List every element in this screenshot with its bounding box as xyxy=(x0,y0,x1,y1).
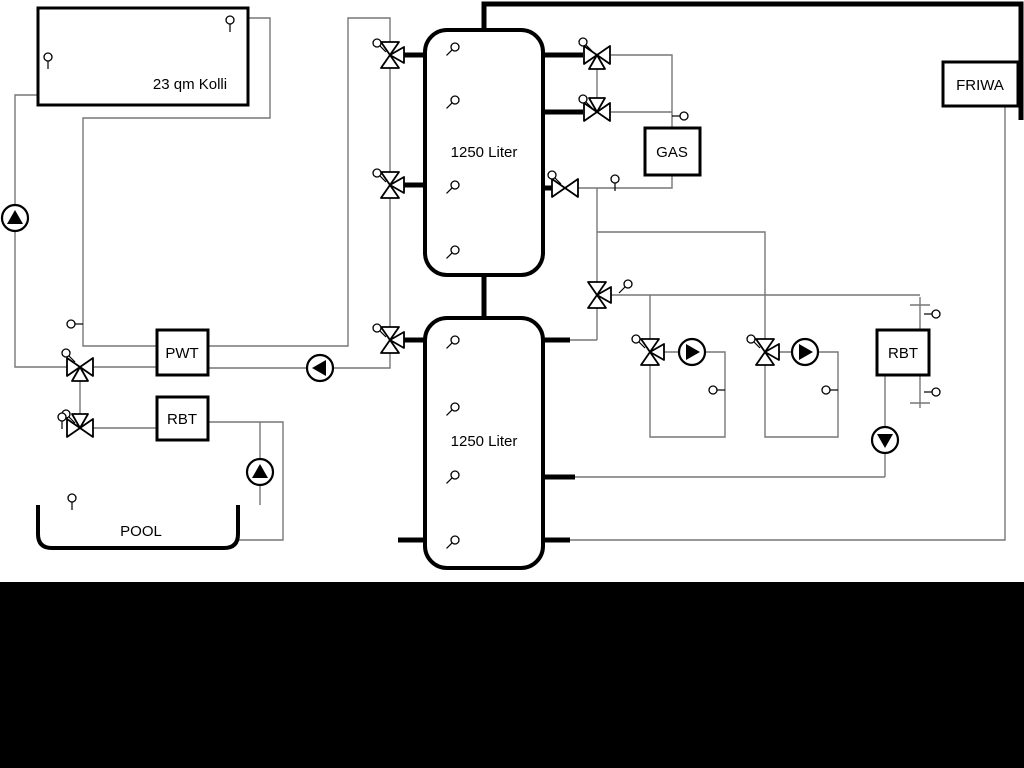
three-way-valve-gas-icon xyxy=(583,97,611,122)
pipe-hot-main xyxy=(481,1,1024,120)
pool-label: POOL xyxy=(120,523,162,540)
mixing-valve-circuit1-icon xyxy=(640,338,665,366)
pwt-label: PWT xyxy=(165,345,198,362)
three-way-valve-heating-icon xyxy=(587,281,612,309)
pump-solar-icon xyxy=(0,203,30,233)
mixing-valve-circuit2-icon xyxy=(755,338,780,366)
temp-sensor-icon xyxy=(708,385,726,395)
three-way-valve-solar-rbt-icon xyxy=(66,413,94,438)
tank1-stubs-right xyxy=(543,52,583,191)
tank-stubs-left xyxy=(398,52,425,543)
temp-sensor-icon xyxy=(923,309,941,319)
pump-rbt-right-icon xyxy=(870,425,900,455)
pipe-pwt-buffer-loop xyxy=(208,17,391,369)
pump-pool-icon xyxy=(245,457,275,487)
pump-heating-circuit2-icon xyxy=(790,337,820,367)
solar-collector-box xyxy=(36,6,250,107)
equipment-boxes xyxy=(36,6,1020,570)
tank-top-label: 1250 Liter xyxy=(451,144,518,161)
temp-sensor-icon xyxy=(923,387,941,397)
rbt-right-box xyxy=(875,328,931,377)
pipe-gas-return xyxy=(578,175,673,189)
valve-gas-return-icon xyxy=(551,178,579,198)
temp-sensor-icon xyxy=(67,493,77,511)
three-way-valve-tank1-mid-icon xyxy=(380,171,405,199)
pool-basin xyxy=(36,505,240,550)
buffer-tank-bottom xyxy=(423,316,545,570)
pipe-gas-flow xyxy=(611,54,673,128)
gas-label: GAS xyxy=(656,144,688,161)
pipe-collector-flow xyxy=(82,17,271,347)
collector-label: 23 qm Kolli xyxy=(153,76,227,93)
actuator-icon xyxy=(618,279,633,294)
friwa-label: FRIWA xyxy=(956,77,1004,94)
tank-bottom-label: 1250 Liter xyxy=(451,433,518,450)
gas-boiler-box xyxy=(643,126,702,177)
tank2-stubs-right xyxy=(543,337,575,543)
pump-heating-circuit1-icon xyxy=(677,337,707,367)
three-way-valve-hot-out-icon xyxy=(583,45,611,70)
friwa-box xyxy=(941,60,1020,108)
pipes-thin xyxy=(14,17,1006,541)
three-way-valve-tank1-top-icon xyxy=(380,41,405,69)
temp-sensor-icon xyxy=(57,412,67,430)
rbt-left-box xyxy=(155,395,210,442)
rbt-left-label: RBT xyxy=(167,411,197,428)
pipe-friwa-return xyxy=(570,106,1006,541)
pipe-right-riser xyxy=(570,188,598,341)
labels: 23 qm Kolli 1250 Liter 1250 Liter GAS FR… xyxy=(120,76,1004,540)
rbt-right-label: RBT xyxy=(888,345,918,362)
pipe-rbt-pool-out xyxy=(208,421,284,541)
buffer-tank-top xyxy=(423,28,545,277)
bottom-mask xyxy=(0,582,1024,768)
temp-sensor-icon xyxy=(821,385,839,395)
three-way-valve-tank2-top-icon xyxy=(380,326,405,354)
temp-sensor-icon xyxy=(671,111,689,121)
three-way-valve-solar-pwt-icon xyxy=(66,357,94,382)
pipe-heating-supply-upper xyxy=(597,231,766,344)
pipe-break-ticks xyxy=(910,304,930,404)
temp-sensor-icon xyxy=(66,319,84,329)
pwt-box xyxy=(155,328,210,377)
pump-buffer-charge-icon xyxy=(305,353,335,383)
pipe-collector-return xyxy=(14,94,157,368)
